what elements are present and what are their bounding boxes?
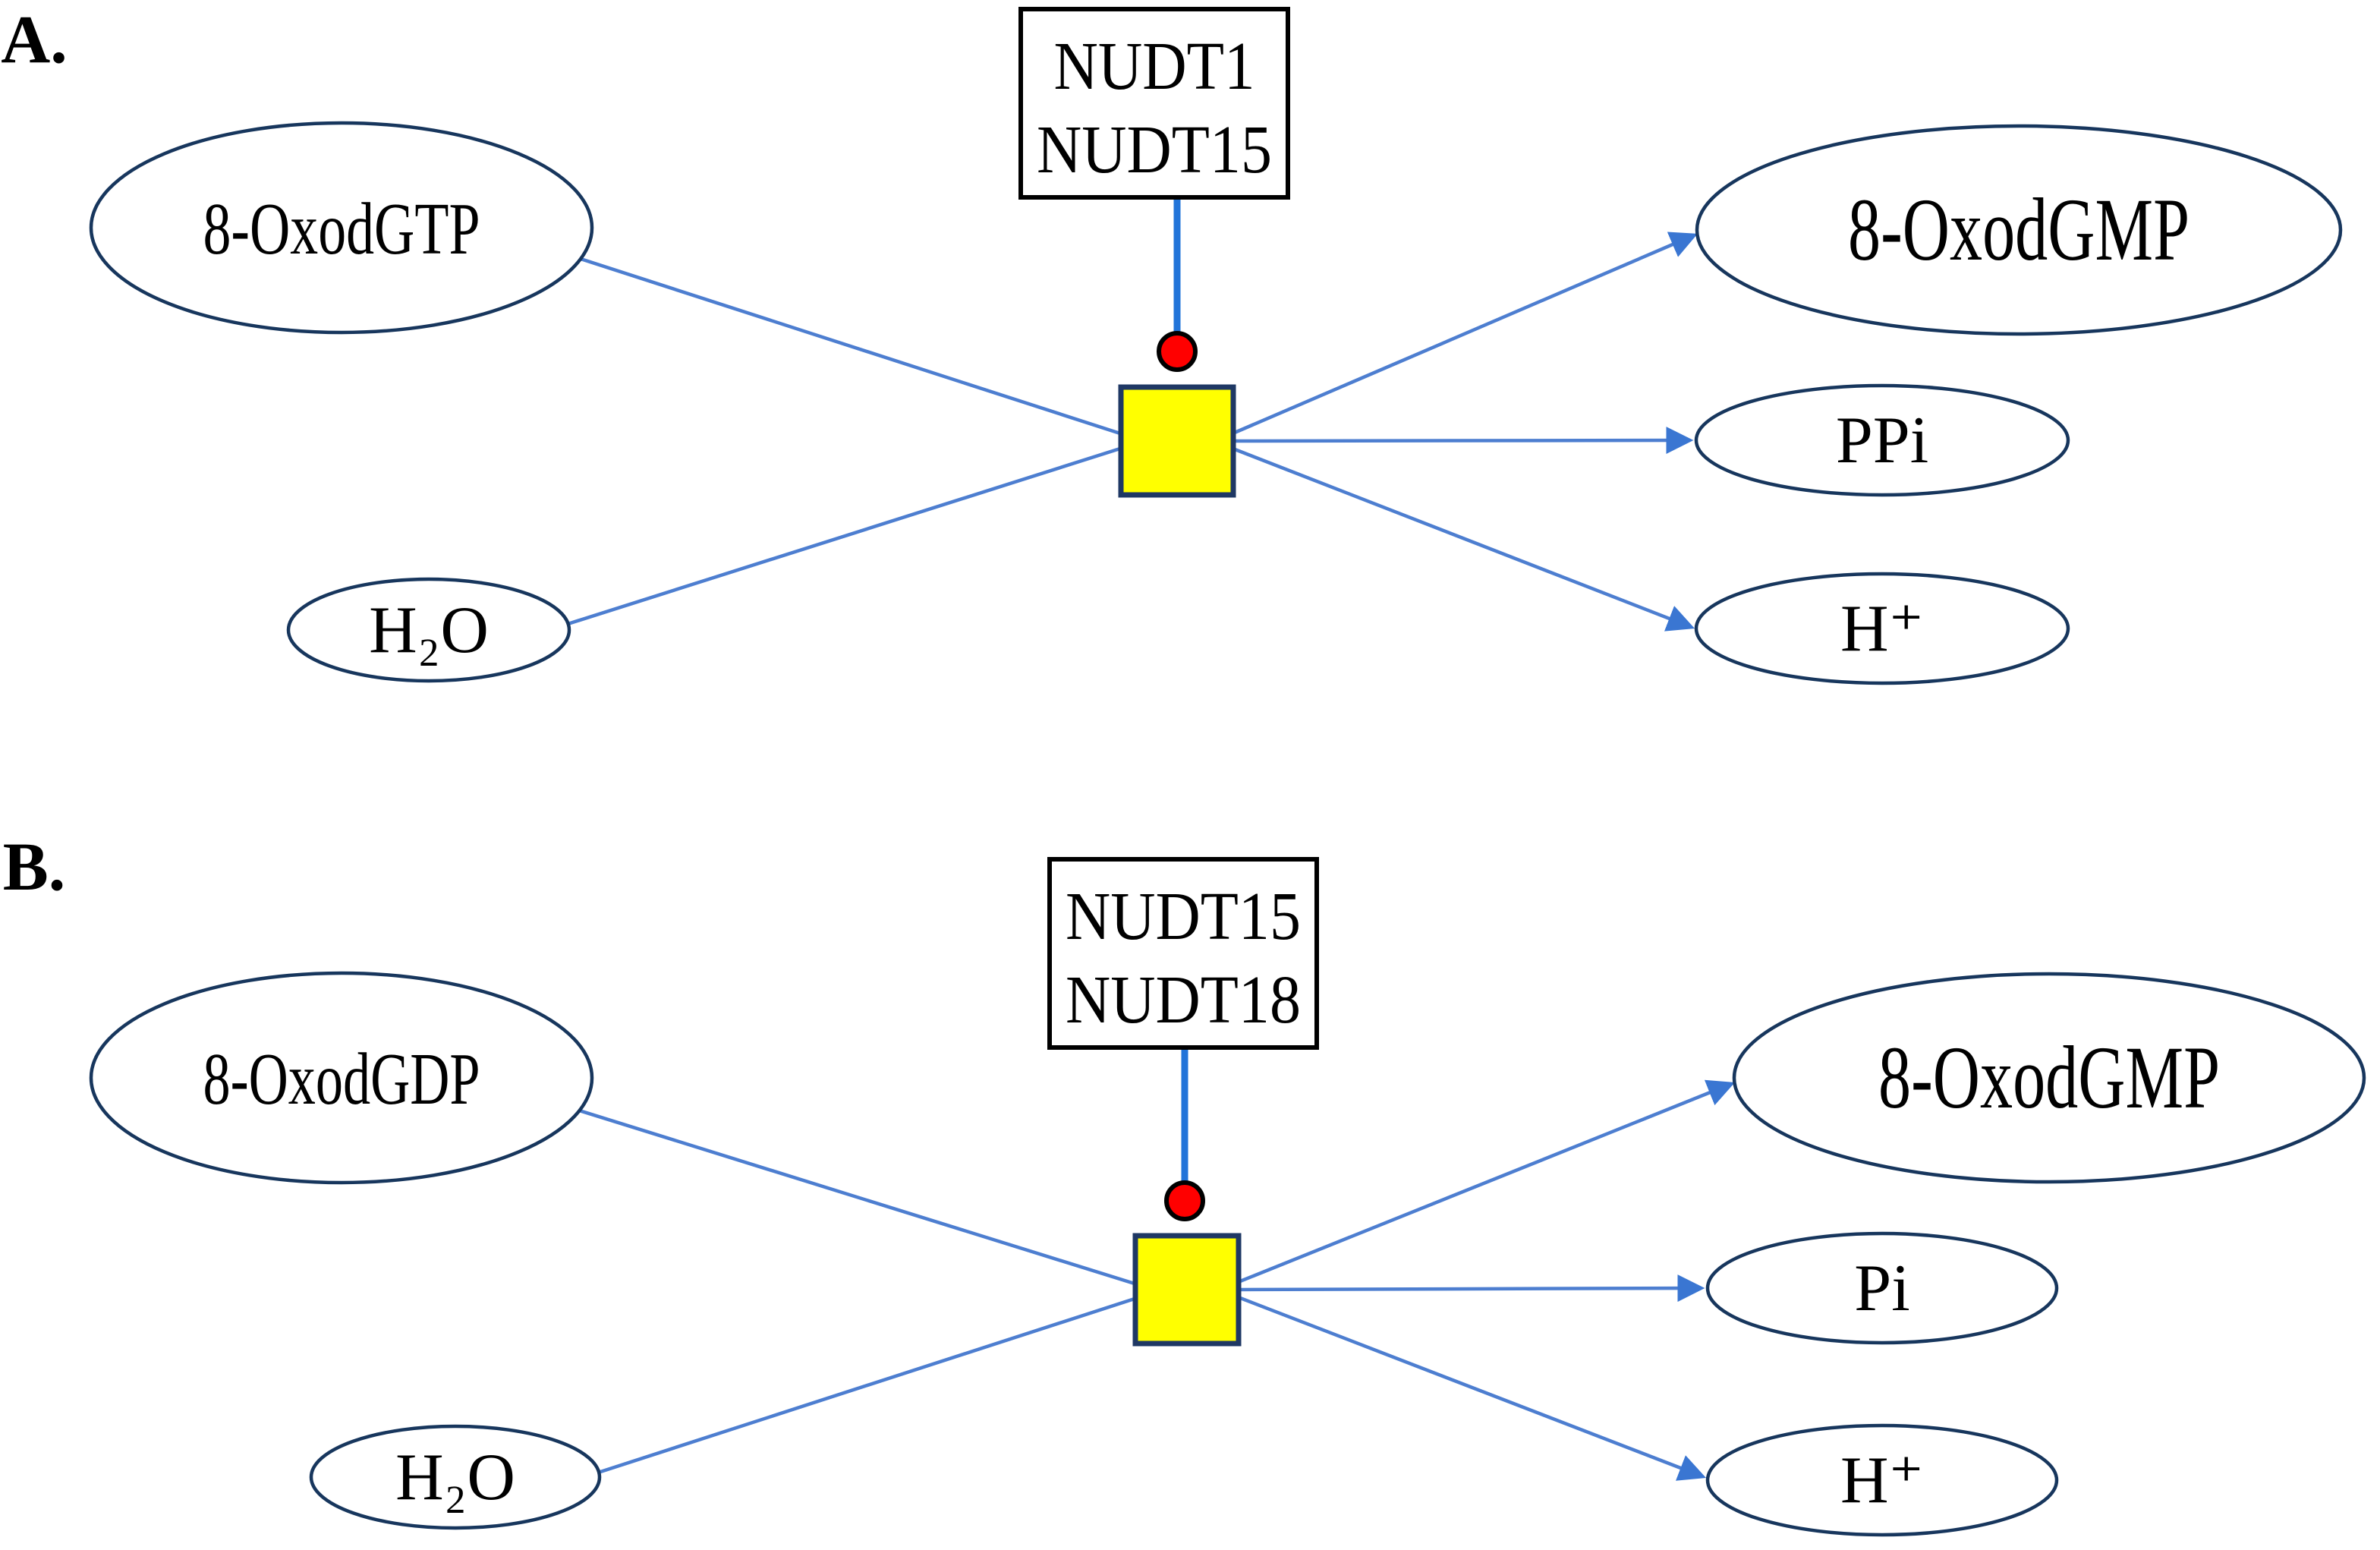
edge-reaction-to-ppi [1230,427,1694,455]
substrate-label-h2o: H₂O [395,1441,515,1514]
enzyme-name-nudt15: NUDT15 [1066,879,1301,954]
edge-substrate-h2o-to-reaction [565,446,1123,627]
reaction-node-square [1118,384,1236,498]
edge-substrate-8oxodgtp-to-reaction [578,256,1123,436]
product-ellipse-hplus [1705,1423,2059,1537]
reaction-node-square [1132,1233,1242,1347]
catalysis-dot-icon [1157,331,1198,372]
product-label-pi: Pi [1854,1252,1909,1325]
product-label-hplus: H⁺ [1840,592,1924,666]
panel-b-label: B. [3,830,66,905]
enzyme-box [1018,7,1290,200]
edge-reaction-to-8oxodgmp [1236,1079,1736,1285]
product-ellipse-ppi [1694,383,2070,497]
enzyme-name-nudt18: NUDT18 [1066,962,1301,1038]
substrate-ellipse-8oxodgtp [89,121,594,335]
substrate-ellipse-8oxodgdp [89,971,594,1185]
product-label-ppi: PPi [1836,404,1928,477]
product-ellipse-hplus [1694,572,2070,685]
product-label-hplus: H⁺ [1840,1444,1924,1517]
product-ellipse-8oxodgmp [1732,972,2366,1184]
catalysis-dot-icon [1164,1180,1205,1221]
substrate-ellipse-h2o [286,577,571,683]
edge-reaction-to-8oxodgmp [1230,232,1698,436]
substrate-label-8oxodgtp: 8-OxodGTP [203,188,480,270]
product-ellipse-8oxodgmp [1695,124,2343,336]
panel-a-label: A. [1,2,68,77]
panel-b: B. NUDT15 NUDT18 8-OxodGDP H₂O 8-OxodGMP… [3,830,2366,1537]
product-ellipse-pi [1705,1231,2059,1345]
enzyme-name-nudt1: NUDT1 [1054,29,1255,104]
panel-a: A. NUDT1 NUDT15 8-OxodGTP H₂O 8-OxodGMP … [1,2,2343,685]
edge-substrate-8oxodgdp-to-reaction [576,1107,1138,1287]
substrate-label-8oxodgdp: 8-OxodGDP [203,1038,480,1120]
enzyme-box [1047,857,1319,1050]
product-label-8oxodgmp: 8-OxodGMP [1848,180,2190,279]
edge-reaction-to-hplus [1236,1294,1707,1481]
edge-reaction-to-pi [1236,1274,1705,1303]
enzyme-name-nudt15: NUDT15 [1037,112,1272,187]
substrate-label-h2o: H₂O [369,594,489,667]
edge-substrate-h2o-to-reaction [597,1296,1138,1475]
substrate-ellipse-h2o [309,1424,602,1530]
edge-reaction-to-hplus [1230,446,1695,632]
product-label-8oxodgmp: 8-OxodGMP [1878,1028,2220,1127]
